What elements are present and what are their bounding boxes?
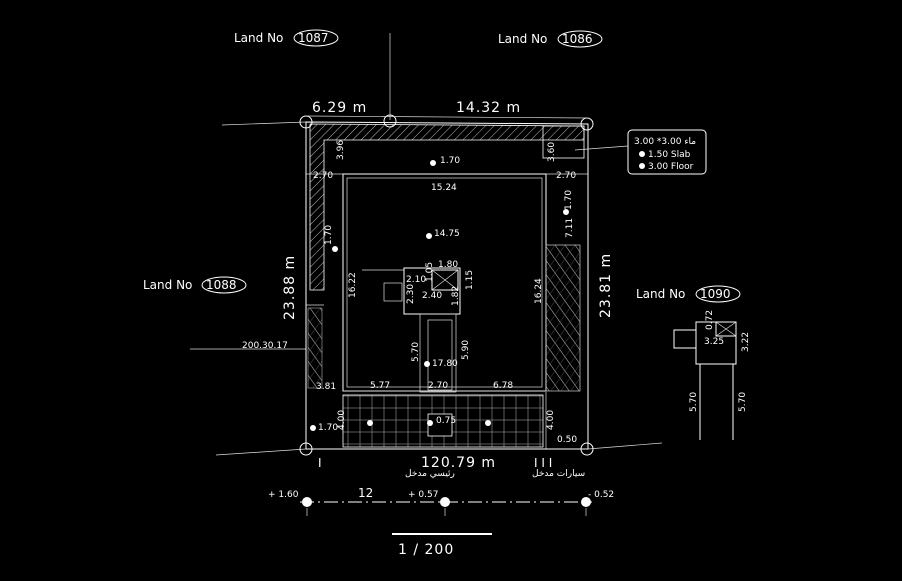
annex-plan: 0.72 3.25 3.22 5.70 5.70 [673, 310, 751, 440]
svg-text:3.96: 3.96 [336, 140, 346, 160]
svg-text:3.00 *3.00 ماء: 3.00 *3.00 ماء [634, 137, 696, 147]
dim-right-side: 23.81 m [598, 253, 614, 318]
svg-text:1.50 Slab: 1.50 Slab [648, 150, 691, 160]
svg-text:3.25: 3.25 [704, 337, 724, 347]
svg-text:2.40: 2.40 [422, 291, 442, 301]
svg-text:+ 1.60: + 1.60 [268, 490, 299, 500]
land-label-1088: Land No 1088 [143, 276, 247, 294]
svg-text:0.75: 0.75 [436, 416, 456, 426]
svg-text:Land No: Land No [498, 32, 547, 46]
svg-text:16.24: 16.24 [534, 278, 544, 304]
svg-text:4.00: 4.00 [546, 410, 556, 430]
scale-label: 1 / 200 [398, 542, 454, 558]
svg-text:0.50: 0.50 [557, 435, 577, 445]
svg-text:200.30.17: 200.30.17 [242, 341, 288, 351]
land-label-1086: Land No 1086 [498, 30, 603, 48]
land-label-1090: Land No 1090 [636, 285, 741, 303]
svg-text:5.90: 5.90 [461, 340, 471, 360]
svg-text:- 0.52: - 0.52 [588, 490, 614, 500]
car-entrance-label: سيارات مدخل [532, 469, 585, 479]
svg-text:6.78: 6.78 [493, 381, 513, 391]
svg-text:5.70: 5.70 [689, 392, 699, 412]
svg-text:1088: 1088 [206, 278, 237, 292]
front-yard [342, 392, 547, 449]
land-label-1087: Land No 1087 [234, 29, 339, 47]
plot-boundary [305, 121, 589, 450]
svg-text:Land No: Land No [234, 31, 283, 45]
main-entrance-label: رئيسي مدخل [405, 469, 455, 479]
level-markers [310, 160, 569, 431]
svg-text:1.70: 1.70 [564, 190, 574, 210]
svg-text:5.77: 5.77 [370, 381, 390, 391]
svg-text:3.22: 3.22 [741, 332, 751, 352]
svg-text:2.10: 2.10 [406, 275, 426, 285]
svg-text:2.30: 2.30 [406, 284, 416, 304]
svg-text:1.05: 1.05 [425, 262, 435, 282]
svg-text:1087: 1087 [298, 31, 329, 45]
dim-bottom: 120.79 m [421, 455, 496, 471]
svg-text:2.70: 2.70 [556, 171, 576, 181]
svg-text:15.24: 15.24 [431, 183, 457, 193]
svg-text:16.22: 16.22 [348, 272, 358, 298]
svg-text:3.00 Floor: 3.00 Floor [648, 162, 694, 172]
svg-text:1090: 1090 [700, 287, 731, 301]
interior-dimensions: 3.96 3.60 2.70 2.70 1.70 15.24 1.70 1.70… [242, 140, 588, 445]
svg-text:+ 0.57: + 0.57 [408, 490, 438, 500]
levels-axis: + 1.60 12 + 0.57 - 0.52 [268, 486, 614, 516]
svg-text:5.70: 5.70 [738, 392, 748, 412]
svg-text:14.75: 14.75 [434, 229, 460, 239]
entrance-mark-left: I [318, 456, 322, 470]
dim-top-left: 6.29 m [312, 100, 367, 116]
svg-text:1.82: 1.82 [451, 286, 461, 306]
svg-text:2.70: 2.70 [313, 171, 333, 181]
dim-top-right: 14.32 m [456, 100, 521, 116]
svg-text:3.60: 3.60 [547, 142, 557, 162]
dim-left-side: 23.88 m [282, 255, 298, 320]
svg-text:3.81: 3.81 [316, 382, 336, 392]
level-legend-box: 3.00 *3.00 ماء 1.50 Slab 3.00 Floor [574, 129, 707, 175]
svg-text:1.70: 1.70 [440, 156, 460, 166]
svg-text:2.70: 2.70 [428, 381, 448, 391]
entrance-mark-right: I I I [534, 456, 552, 470]
svg-text:17.80: 17.80 [432, 359, 458, 369]
svg-text:0.72: 0.72 [705, 310, 715, 330]
svg-text:1.70: 1.70 [324, 225, 334, 245]
svg-text:5.70: 5.70 [411, 342, 421, 362]
svg-text:Land No: Land No [143, 278, 192, 292]
svg-text:7.11: 7.11 [565, 218, 575, 238]
svg-text:Land No: Land No [636, 287, 685, 301]
svg-text:1086: 1086 [562, 32, 593, 46]
svg-text:1.80: 1.80 [438, 260, 458, 270]
building-outline [342, 173, 581, 393]
svg-text:1.70: 1.70 [318, 423, 338, 433]
svg-text:4.00: 4.00 [337, 410, 347, 430]
svg-text:12: 12 [358, 486, 373, 500]
svg-text:1.15: 1.15 [465, 270, 475, 290]
